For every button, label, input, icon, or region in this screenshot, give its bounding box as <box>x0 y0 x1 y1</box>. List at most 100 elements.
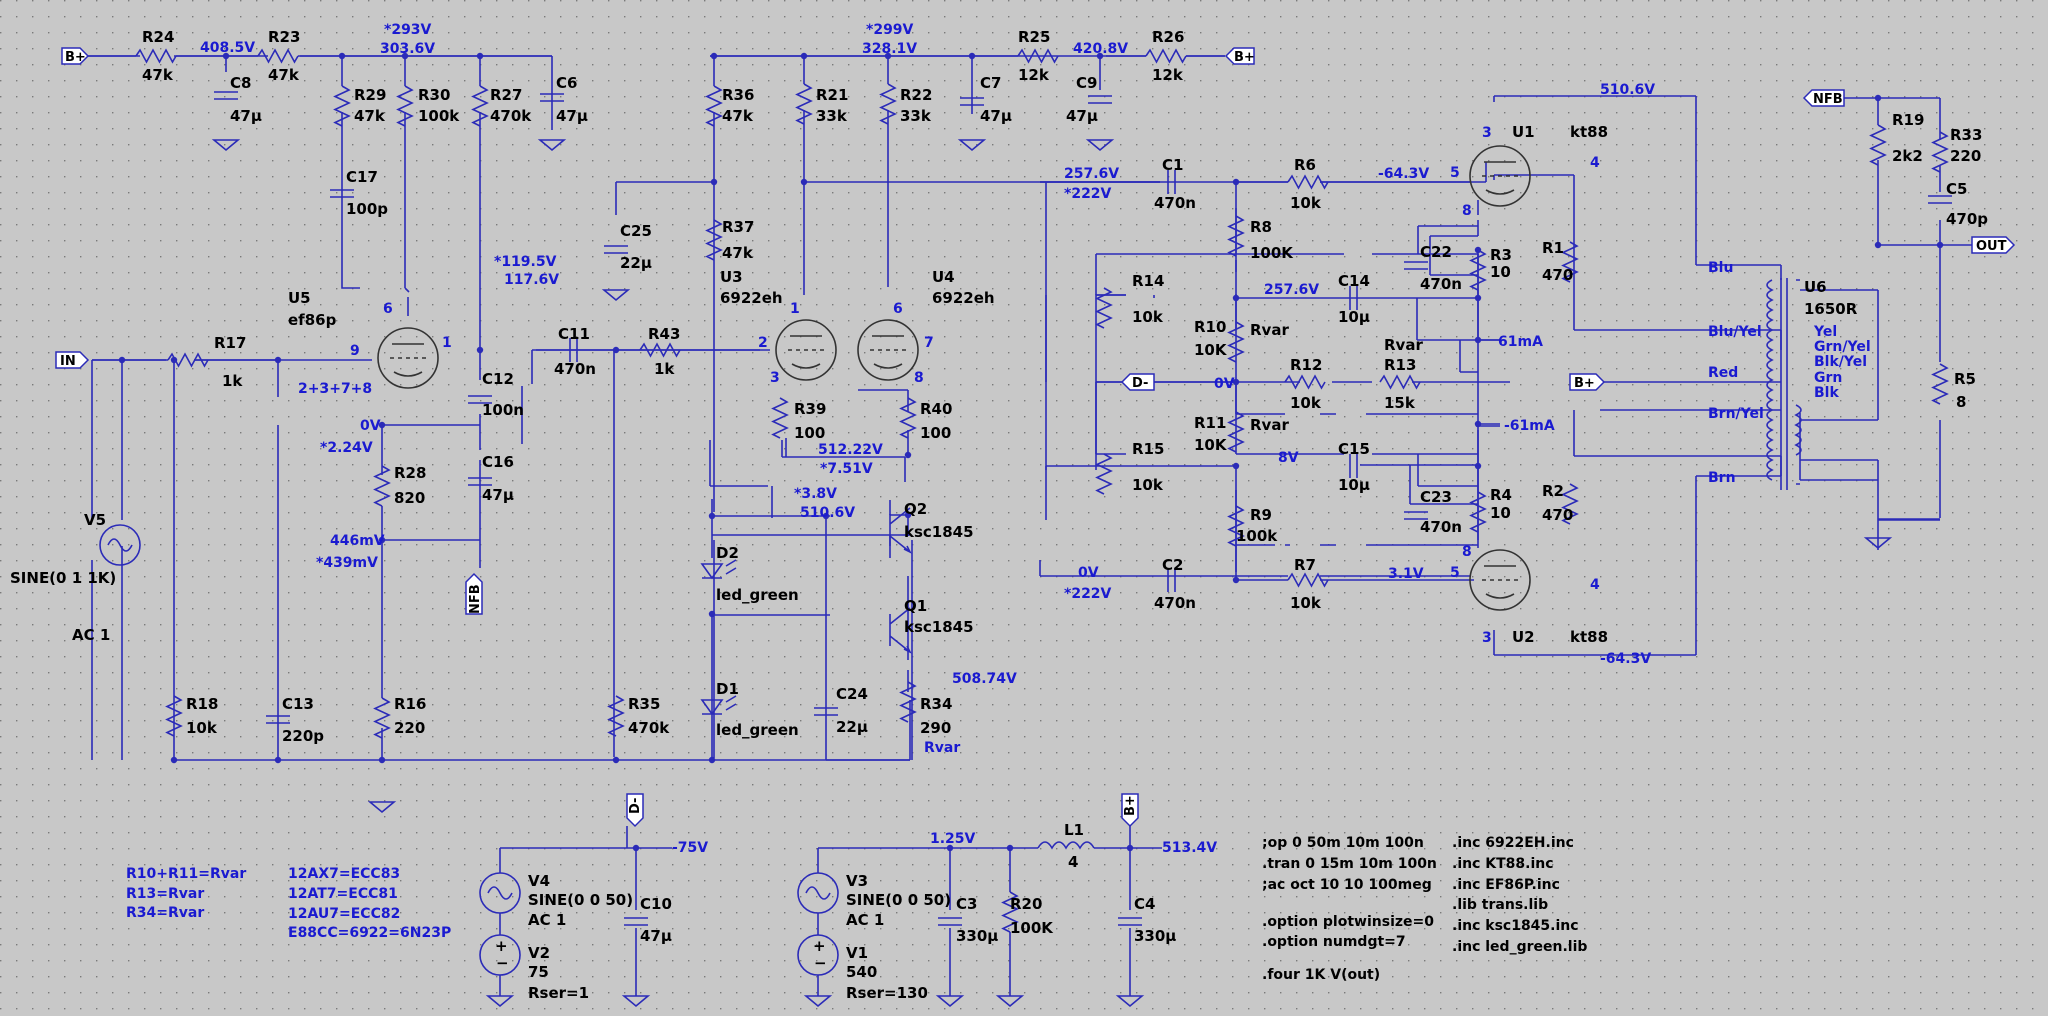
directive-includes[interactable]: .inc 6922EH.inc .inc KT88.inc .inc EF86P… <box>1452 835 1587 955</box>
resistor-r10[interactable] <box>1227 321 1245 363</box>
resistor-r4[interactable] <box>1469 491 1487 533</box>
resistor-r27[interactable] <box>471 85 489 127</box>
resistor-r6[interactable] <box>1287 174 1329 190</box>
flag-nfb-top[interactable]: NFB <box>1802 89 1845 107</box>
flag-bplus-right[interactable]: B+ <box>1224 47 1255 65</box>
svg-text:Grn/Yel: Grn/Yel <box>1814 339 1871 355</box>
resistor-r37[interactable] <box>705 219 723 261</box>
resistor-r36[interactable] <box>705 85 723 127</box>
resistor-r15[interactable] <box>1095 453 1113 495</box>
resistor-r20[interactable] <box>1001 891 1019 933</box>
resistor-r17[interactable] <box>167 352 209 368</box>
resistor-r22[interactable] <box>879 83 897 125</box>
capacitor-c23[interactable] <box>1404 511 1428 520</box>
capacitor-c17[interactable] <box>330 189 354 198</box>
led-d2[interactable] <box>700 559 737 580</box>
flag-out[interactable]: OUT <box>1971 236 2016 254</box>
led-d1[interactable] <box>700 695 737 716</box>
resistor-r9[interactable] <box>1227 505 1245 547</box>
inductor-l1[interactable] <box>1037 841 1095 850</box>
capacitor-c12[interactable] <box>468 395 492 404</box>
resistor-r26[interactable] <box>1145 48 1187 64</box>
directive-tubes[interactable]: 12AX7=ECC83 12AT7=ECC81 12AU7=ECC82 E88C… <box>288 866 451 941</box>
resistor-r39[interactable] <box>771 397 789 439</box>
resistor-r24[interactable] <box>135 48 177 64</box>
resistor-r7[interactable] <box>1287 572 1329 588</box>
source-v5[interactable] <box>99 524 141 566</box>
label-c1: C1 <box>1162 156 1183 174</box>
directive-params[interactable]: R10+R11=Rvar R13=Rvar R34=Rvar <box>126 866 246 921</box>
capacitor-c11[interactable] <box>569 338 578 362</box>
capacitor-c5[interactable] <box>1928 195 1952 204</box>
resistor-r23[interactable] <box>257 48 299 64</box>
capacitor-c8[interactable] <box>214 91 238 100</box>
resistor-r1[interactable] <box>1561 241 1579 283</box>
resistor-r3[interactable] <box>1469 249 1487 291</box>
resistor-r8[interactable] <box>1227 215 1245 257</box>
resistor-r16[interactable] <box>373 697 391 739</box>
resistor-r5[interactable] <box>1931 363 1949 405</box>
capacitor-c14[interactable] <box>1349 286 1358 310</box>
resistor-r40[interactable] <box>899 397 917 439</box>
transformer-u6[interactable] <box>1766 278 1802 490</box>
resistor-r29[interactable] <box>333 85 351 127</box>
resistor-r2[interactable] <box>1561 483 1579 525</box>
tube-u3[interactable] <box>775 319 837 381</box>
resistor-r33[interactable] <box>1931 131 1949 173</box>
capacitor-c6[interactable] <box>540 93 564 102</box>
tube-u2[interactable] <box>1469 549 1531 611</box>
resistor-r34[interactable] <box>899 681 917 723</box>
capacitor-c24[interactable] <box>814 707 838 716</box>
capacitor-c7[interactable] <box>960 97 984 106</box>
svg-text:15k: 15k <box>1384 394 1416 412</box>
transistor-q1[interactable] <box>889 607 912 654</box>
tube-u5[interactable] <box>377 327 439 389</box>
resistor-r19[interactable] <box>1869 124 1887 166</box>
capacitor-c1[interactable] <box>1167 170 1176 194</box>
label-r10: R10 <box>1194 318 1226 336</box>
capacitor-c4[interactable] <box>1118 917 1142 926</box>
flag-bplus-bottom[interactable]: B+ <box>1121 793 1139 828</box>
capacitor-c13[interactable] <box>266 715 290 724</box>
capacitor-c9[interactable] <box>1088 95 1112 104</box>
resistor-r30[interactable] <box>396 85 414 127</box>
resistor-r18[interactable] <box>165 695 183 737</box>
resistor-r25[interactable] <box>1017 48 1059 64</box>
capacitor-c25[interactable] <box>604 245 628 254</box>
resistor-r14[interactable] <box>1095 287 1113 329</box>
flag-bplus-left[interactable]: B+ <box>61 47 90 65</box>
capacitor-c15[interactable] <box>1349 454 1358 478</box>
transistor-q2[interactable] <box>889 507 912 554</box>
resistor-r12[interactable] <box>1284 374 1326 390</box>
resistor-r43[interactable] <box>639 342 681 358</box>
svg-text:Blk: Blk <box>1814 385 1839 401</box>
label-r3: R3 <box>1490 246 1512 264</box>
capacitor-c16[interactable] <box>468 477 492 486</box>
resistor-r35[interactable] <box>607 695 625 737</box>
flag-bplus-mid[interactable]: B+ <box>1569 373 1606 391</box>
svg-text:4: 4 <box>1590 155 1600 171</box>
junction-dot <box>904 511 912 519</box>
directive-sim[interactable]: ;op 0 50m 10m 100n .tran 0 15m 10m 100n … <box>1262 835 1437 983</box>
resistor-r11[interactable] <box>1227 411 1245 453</box>
capacitor-c2[interactable] <box>1167 568 1176 592</box>
resistor-r13[interactable] <box>1379 374 1421 390</box>
capacitor-c10[interactable] <box>624 917 648 926</box>
wire-dminus-supply[interactable] <box>499 826 672 996</box>
junction-dot <box>170 756 178 764</box>
svg-text:303.6V: 303.6V <box>380 41 435 57</box>
tube-u1[interactable] <box>1469 145 1531 207</box>
flag-dminus-mid[interactable]: D- <box>1120 373 1155 391</box>
wire-bplus-supply[interactable] <box>817 826 1162 996</box>
flag-dminus-bottom[interactable]: D- <box>626 793 644 828</box>
flag-in[interactable]: IN <box>55 351 90 369</box>
capacitor-c3[interactable] <box>938 917 962 926</box>
junction-dot <box>274 356 282 364</box>
flag-nfb-bottom[interactable]: NFB <box>465 572 483 615</box>
resistor-r21[interactable] <box>795 83 813 125</box>
resistor-r28[interactable] <box>373 465 391 507</box>
tube-u4[interactable] <box>857 319 919 381</box>
capacitor-c22[interactable] <box>1404 261 1428 270</box>
component-symbols[interactable]: +−+− <box>99 48 1952 996</box>
